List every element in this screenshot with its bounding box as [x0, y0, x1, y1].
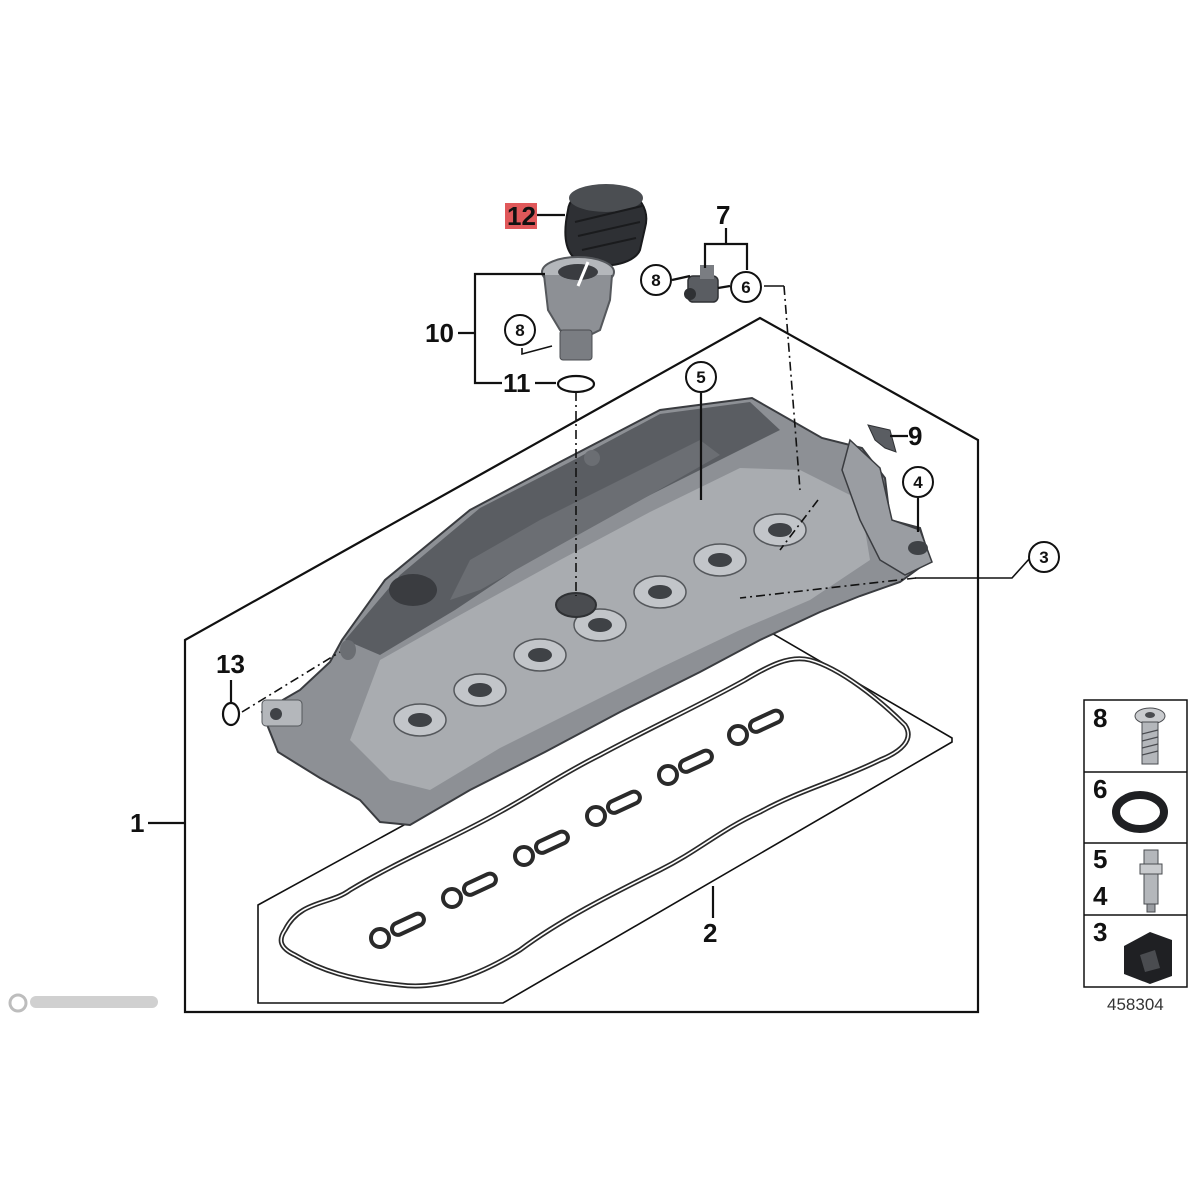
callout-2: 2 [703, 918, 717, 948]
vent-clip [867, 424, 897, 453]
callout-12-highlight [505, 203, 537, 229]
camshaft-sensor [684, 265, 719, 303]
callout-8-upper: 8 [651, 271, 660, 290]
assembly-frame [183, 316, 980, 1014]
watermark-logo [8, 993, 158, 1013]
callout-6: 6 [741, 278, 750, 297]
o-ring-icon [1112, 791, 1168, 833]
valve-cover [260, 396, 933, 827]
rubber-grommet-icon [1124, 932, 1172, 984]
callout-labels: 1 2 7 9 10 11 13 12 [130, 200, 922, 948]
callout-7: 7 [716, 200, 730, 230]
plug-seal-rings [369, 708, 784, 949]
legend-label-4: 4 [1093, 881, 1108, 911]
small-parts-legend: 8 6 5 4 3 [1083, 699, 1188, 988]
leader-lines [148, 213, 1031, 918]
callout-4: 4 [913, 473, 923, 492]
callout-1: 1 [130, 808, 144, 838]
callout-12: 12 [507, 201, 536, 231]
legend-label-6: 6 [1093, 774, 1107, 804]
callout-13: 13 [216, 649, 245, 679]
circled-callouts: 8 6 8 5 4 3 [504, 264, 1060, 573]
assembly-axes [241, 285, 917, 713]
catalog-number: 458304 [1107, 995, 1164, 1014]
oil-filler-cap [564, 184, 648, 267]
oil-filler-neck [541, 256, 615, 361]
legend-label-5: 5 [1093, 844, 1107, 874]
callout-5: 5 [696, 368, 705, 387]
callout-9: 9 [908, 421, 922, 451]
legend-label-8: 8 [1093, 703, 1107, 733]
breather-cap [389, 574, 437, 606]
legend-label-3: 3 [1093, 917, 1107, 947]
stud-bolt-icon [1139, 849, 1163, 913]
callout-8-lower: 8 [515, 321, 524, 340]
filler-neck-o-ring [556, 374, 596, 394]
callout-11: 11 [503, 368, 531, 398]
callout-10: 10 [425, 318, 454, 348]
torx-bolt-icon [1134, 707, 1166, 765]
callout-3: 3 [1039, 548, 1048, 567]
sensor-o-ring [221, 701, 241, 727]
